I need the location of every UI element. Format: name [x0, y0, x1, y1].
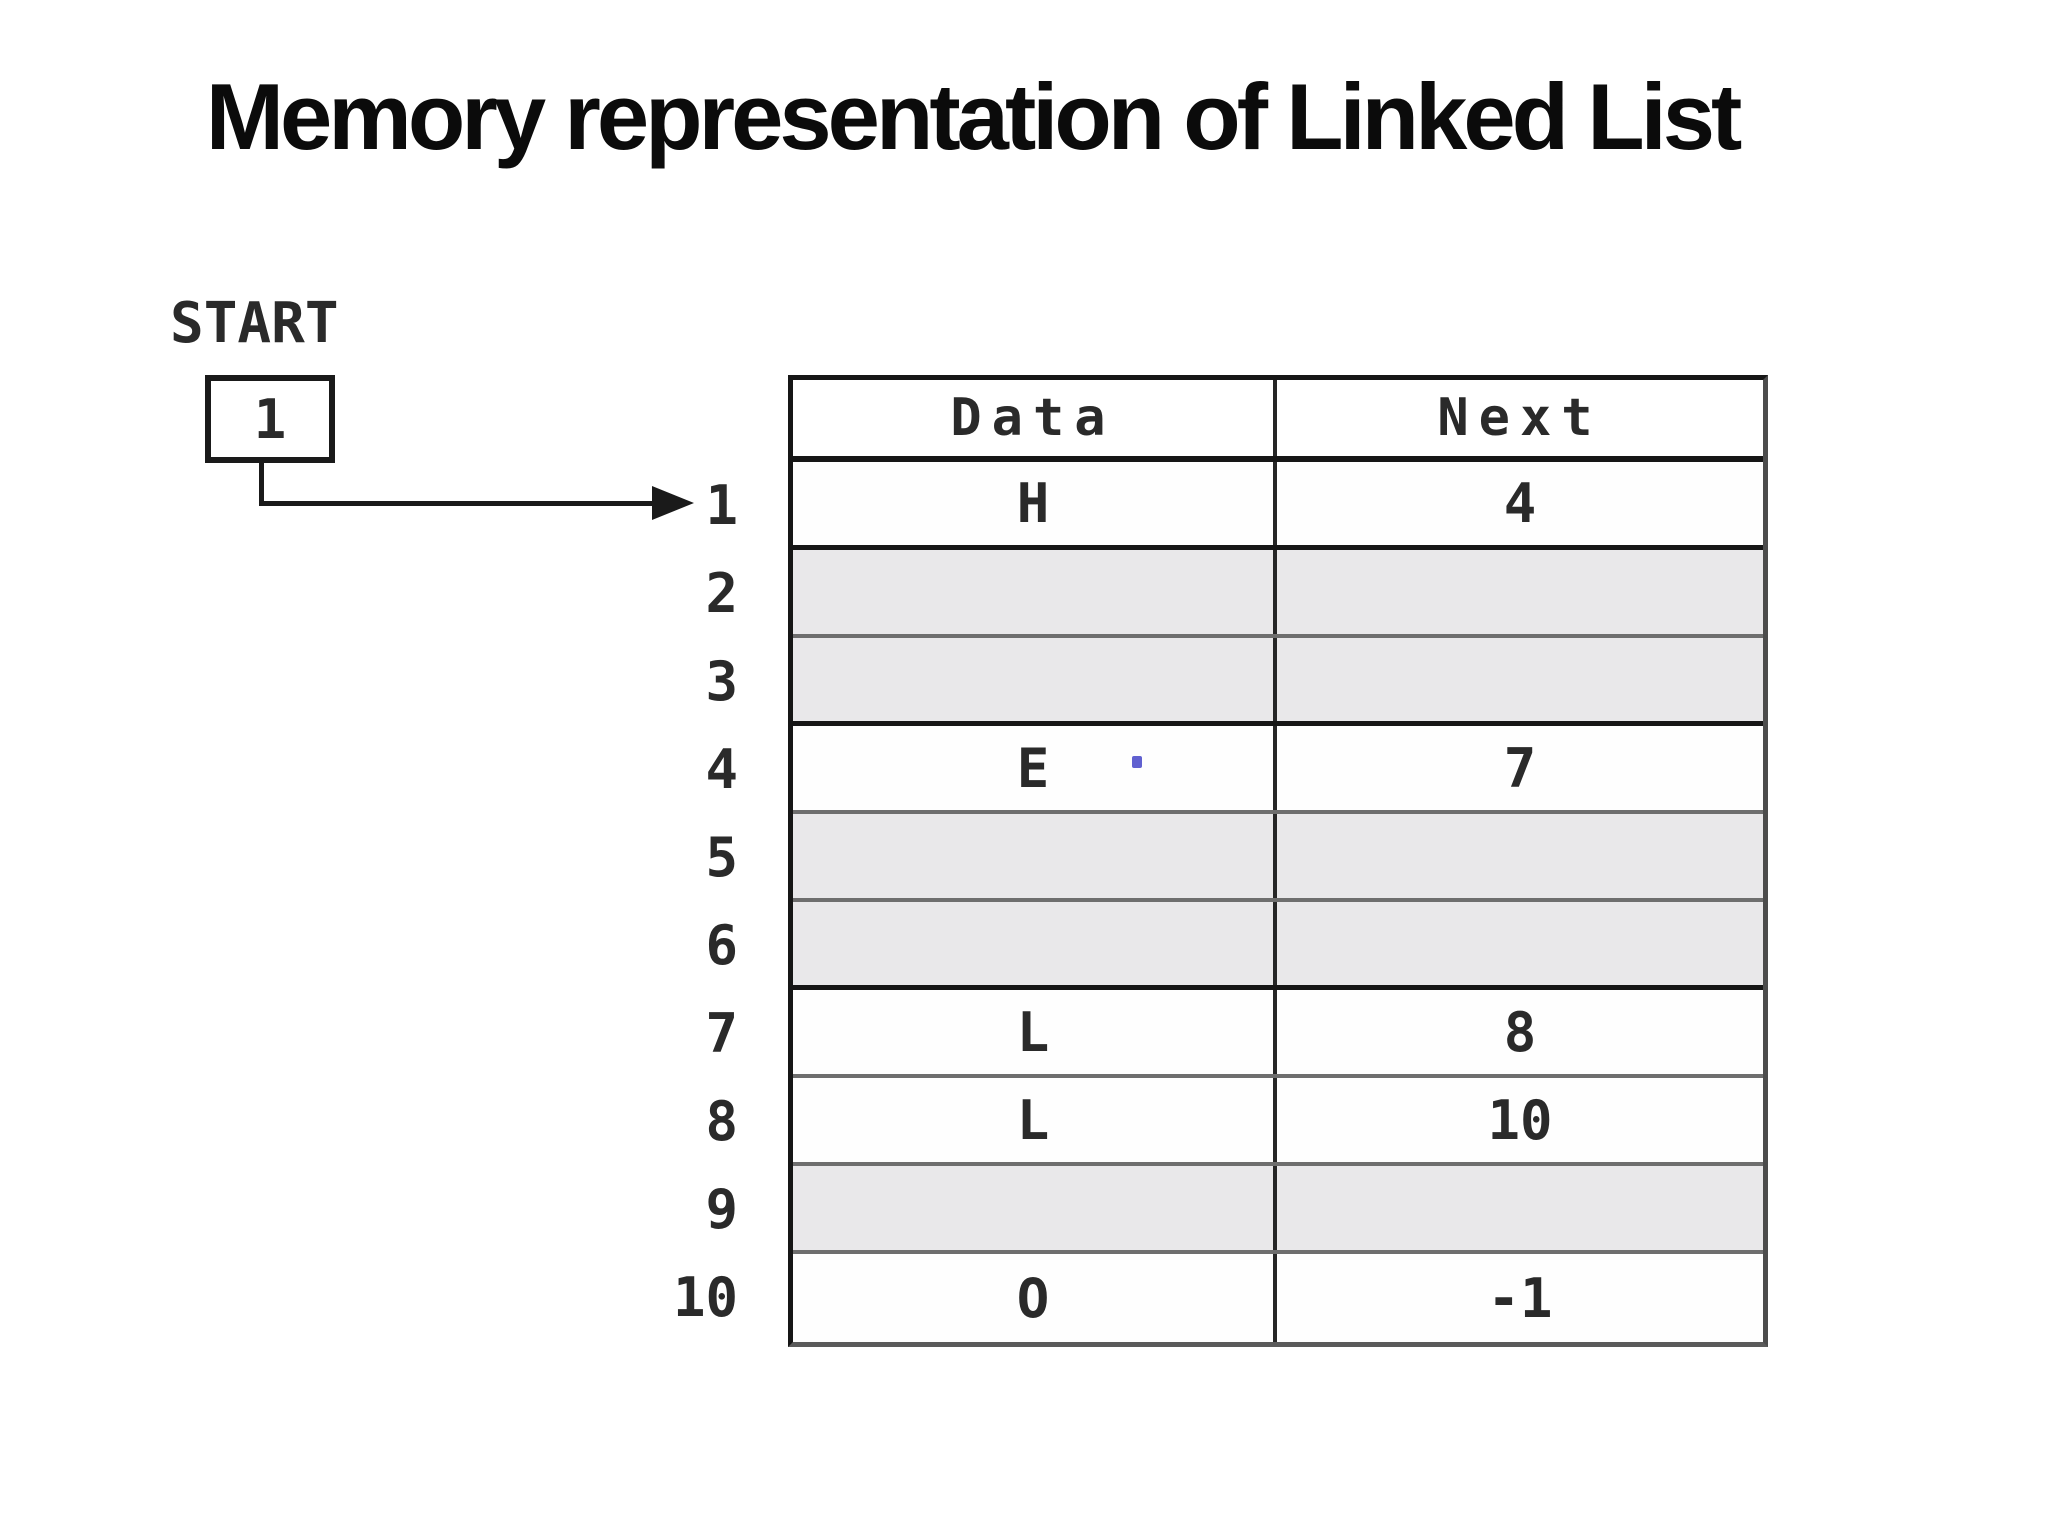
ink-speck [1132, 756, 1142, 768]
data-cell: O [793, 1254, 1277, 1342]
data-cell [793, 1166, 1277, 1250]
table-row: L 10 [793, 1078, 1763, 1166]
pointer-line-vertical [259, 459, 264, 506]
next-cell: 8 [1503, 1000, 1537, 1064]
table-row [793, 1166, 1763, 1254]
table-row [793, 550, 1763, 638]
data-cell [793, 638, 1277, 721]
next-cell [1277, 638, 1763, 721]
row-index-label: 2 [705, 561, 738, 625]
data-cell: L [793, 1078, 1277, 1162]
row-index-label: 7 [705, 1001, 738, 1065]
table-row [793, 638, 1763, 726]
data-cell [793, 550, 1277, 634]
data-cell: L [793, 990, 1277, 1074]
next-cell: 7 [1503, 736, 1537, 800]
header-cell-next: Next [1437, 388, 1603, 448]
next-cell [1277, 1166, 1763, 1250]
row-index-label: 3 [705, 649, 738, 713]
next-cell [1277, 814, 1763, 898]
data-cell [793, 814, 1277, 898]
data-cell [793, 902, 1277, 985]
row-index-label: 4 [705, 737, 738, 801]
row-index-label: 6 [705, 913, 738, 977]
header-cell-data: Data [793, 380, 1277, 456]
table-row [793, 902, 1763, 990]
row-index-label: 1 [705, 473, 738, 537]
table-header-row: Data Next [793, 380, 1763, 462]
start-label: START [170, 291, 339, 356]
next-cell: -1 [1487, 1266, 1553, 1330]
next-cell: 4 [1503, 472, 1537, 535]
pointer-line-horizontal [259, 501, 659, 506]
data-cell: H [793, 462, 1277, 545]
row-indices: 1 2 3 4 5 6 7 8 9 10 [560, 461, 738, 1341]
row-index-label: 9 [705, 1177, 738, 1241]
data-cell: E [793, 726, 1277, 810]
table-row: O -1 [793, 1254, 1763, 1342]
table-row [793, 814, 1763, 902]
next-cell: 10 [1487, 1088, 1553, 1152]
row-index-label: 8 [705, 1089, 738, 1153]
next-cell [1277, 550, 1763, 634]
page-title: Memory representation of Linked List [205, 64, 1743, 169]
next-cell [1277, 902, 1763, 985]
row-index-label: 10 [672, 1265, 738, 1329]
row-index-label: 5 [705, 825, 738, 889]
start-pointer-value: 1 [253, 387, 287, 451]
pointer-arrowhead-icon [652, 486, 694, 520]
start-pointer-box: 1 [205, 375, 335, 463]
